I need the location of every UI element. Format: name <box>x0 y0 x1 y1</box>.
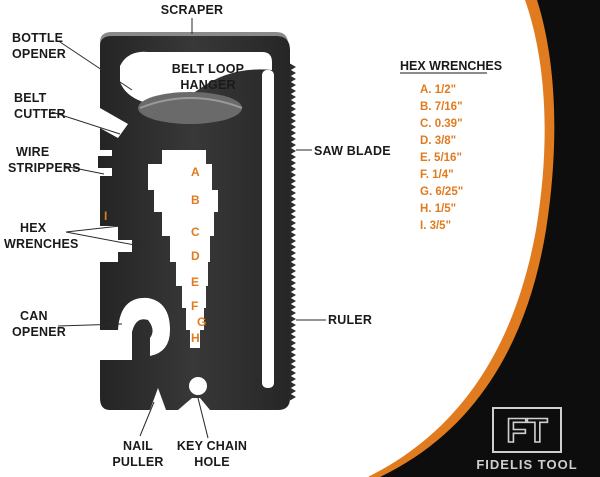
label-key-chain-hole-line2: HOLE <box>194 455 230 469</box>
hex-letter-d: D <box>191 249 200 263</box>
label-belt-cutter-line1: BELT <box>14 91 47 105</box>
label-hex-wrenches-line2: WRENCHES <box>4 237 79 251</box>
legend-item-f: F. 1/4" <box>420 169 454 181</box>
label-hex-wrenches-line1: HEX <box>20 221 47 235</box>
legend-title: HEX WRENCHES <box>400 59 502 73</box>
label-can-opener-line1: CAN <box>20 309 48 323</box>
label-belt-cutter-line2: CUTTER <box>14 107 66 121</box>
key-chain-hole <box>189 377 207 395</box>
label-saw-blade: SAW BLADE <box>314 144 391 158</box>
leader-belt-cutter <box>51 111 121 135</box>
hex-wrench-cavity <box>148 150 218 348</box>
legend-item-e: E. 5/16" <box>420 152 462 164</box>
belt-loop-hanger <box>139 97 243 109</box>
brand-name: FIDELIS TOOL <box>476 457 577 472</box>
label-scraper: SCRAPER <box>161 3 224 17</box>
hex-letter-h: H <box>191 331 200 345</box>
label-can-opener-line2: OPENER <box>12 325 66 339</box>
label-nail-puller-line1: NAIL <box>123 439 153 453</box>
leader-hex-wrench-2 <box>65 231 141 247</box>
hex-letter-c: C <box>191 225 200 239</box>
logo-monogram: FT <box>506 412 548 450</box>
label-belt-loop-hanger-line2: HANGER <box>180 78 235 92</box>
nail-puller-slot <box>150 388 166 410</box>
saw-slot <box>262 70 274 388</box>
label-wire-strippers-line1: WIRE <box>16 145 49 159</box>
hex-letter-b: B <box>191 193 200 207</box>
hex-letter-g: G <box>197 315 206 329</box>
can-opener-hook <box>118 297 170 360</box>
label-bottle-opener-line1: BOTTLE <box>12 31 63 45</box>
label-belt-loop-hanger-line1: BELT LOOP <box>172 62 244 76</box>
label-nail-puller-line2: PULLER <box>112 455 163 469</box>
hex-letter-a: A <box>191 165 200 179</box>
saw-tooth-row <box>289 63 296 401</box>
label-key-chain-hole-line1: KEY CHAIN <box>177 439 247 453</box>
legend-item-c: C. 0.39" <box>420 118 463 130</box>
leader-key-chain-hole <box>197 397 209 439</box>
hex-letter-e: E <box>191 275 199 289</box>
leader-can-opener <box>57 323 123 327</box>
legend-item-b: B. 7/16" <box>420 101 463 113</box>
bottle-opener-cavity <box>120 51 272 105</box>
hex-wrench-legend: HEX WRENCHES A. 1/2" B. 7/16" C. 0.39" D… <box>400 59 502 232</box>
label-ruler: RULER <box>328 313 372 327</box>
leader-nail-puller <box>139 401 155 437</box>
label-bottle-opener-line2: OPENER <box>12 47 66 61</box>
hex-letter-f: F <box>191 299 198 313</box>
leader-bottle-opener <box>59 41 133 91</box>
saw-blade-teeth <box>289 63 296 401</box>
hex-letter-i: I <box>104 209 107 223</box>
background-black-swoosh <box>372 0 600 477</box>
legend-item-d: D. 3/8" <box>420 135 456 147</box>
legend-item-g: G. 6/25" <box>420 186 463 198</box>
brand-logo: FT FIDELIS TOOL <box>476 407 577 472</box>
legend-item-a: A. 1/2" <box>420 84 456 96</box>
legend-item-h: H. 1/5" <box>420 203 456 215</box>
multitool-card <box>98 32 296 410</box>
logo-frame <box>492 407 562 453</box>
leader-hex-wrench-1 <box>65 223 139 233</box>
leader-wire-strippers <box>63 165 105 175</box>
belt-loop-hanger-arc <box>138 92 242 124</box>
label-wire-strippers-line2: STRIPPERS <box>8 161 81 175</box>
legend-item-i: I. 3/5" <box>420 220 451 232</box>
